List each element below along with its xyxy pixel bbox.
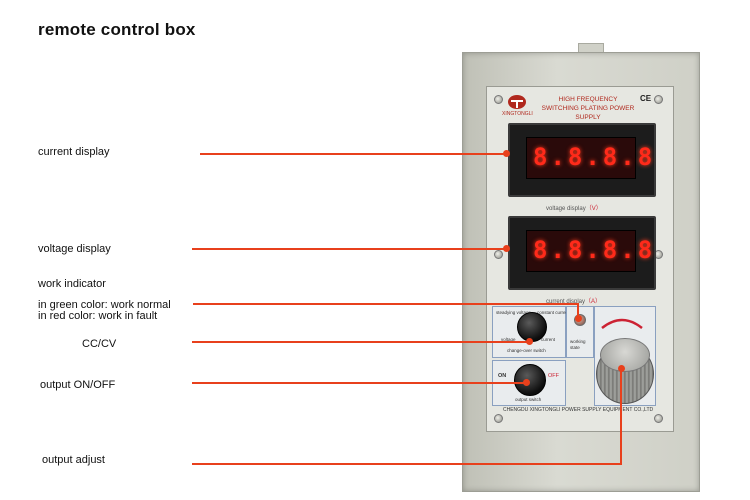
screw-icon xyxy=(494,414,503,423)
voltage-display-digits: 8.8.8.8 xyxy=(533,236,656,264)
callout-vline-output-adjust xyxy=(620,368,622,465)
label-output-adjust: output adjust xyxy=(42,454,105,466)
current-display-screen: 8.8.8.8 xyxy=(526,137,652,179)
label-voltage-display: voltage display xyxy=(38,243,111,255)
callout-line-current-display xyxy=(200,153,508,155)
callout-dot-current-display xyxy=(503,150,510,157)
label-output-on-off: output ON/OFF xyxy=(40,379,116,391)
callout-line-output-on-off xyxy=(192,382,526,384)
switch1-name: change-over switch xyxy=(507,348,546,353)
label-red-color: in red color: work in fault xyxy=(38,310,158,322)
label-work-indicator: work indicator xyxy=(38,278,106,290)
cc-cv-switch-knob[interactable] xyxy=(517,312,547,342)
screw-icon xyxy=(654,414,663,423)
switch1-left-label: steadying voltage xyxy=(496,310,532,315)
label-cc-cv: CC/CV xyxy=(82,338,117,350)
callout-dot-output-adjust xyxy=(618,365,625,372)
brand-logo-icon xyxy=(508,95,526,109)
product-title: HIGH FREQUENCY SWITCHING PLATING POWER S… xyxy=(538,95,638,122)
callout-line-voltage-display xyxy=(192,248,508,250)
switch1-left-short: voltage xyxy=(501,337,516,342)
switch1-right-short: current xyxy=(541,337,556,342)
callout-dot-work-indicator xyxy=(575,315,582,322)
voltage-display-bezel: 8.8.8.8 xyxy=(508,216,656,290)
caption-top: voltage display（V） xyxy=(546,203,602,212)
brand-name: XINGTONGLI xyxy=(502,111,533,117)
current-display-bezel: 8.8.8.8 xyxy=(508,123,656,197)
adjust-scale-arc-icon xyxy=(601,318,643,329)
callout-dot-voltage-display xyxy=(503,245,510,252)
switch1-right-label: constant current xyxy=(537,310,570,315)
product-line-2: SWITCHING PLATING POWER SUPPLY xyxy=(541,105,635,121)
callout-dot-output-on-off xyxy=(523,379,530,386)
product-line-1: HIGH FREQUENCY xyxy=(558,96,618,103)
screw-icon xyxy=(494,250,503,259)
caption-bottom-unit: （A） xyxy=(585,299,602,305)
callout-vline-work-indicator xyxy=(577,303,579,319)
callout-line-work-indicator xyxy=(193,303,578,305)
voltage-display-screen: 8.8.8.8 xyxy=(526,230,652,272)
led-label: working state xyxy=(570,339,586,350)
callout-line-output-adjust xyxy=(192,463,622,465)
callout-dot-cc-cv xyxy=(526,338,533,345)
caption-bottom-text: current display xyxy=(546,299,586,305)
label-green-color: in green color: work normal xyxy=(38,299,171,311)
caption-bottom: current display（A） xyxy=(546,296,601,305)
screw-icon xyxy=(654,95,663,104)
callout-line-cc-cv xyxy=(192,341,529,343)
switch2-on-label: ON xyxy=(498,373,507,379)
current-display-digits: 8.8.8.8 xyxy=(533,143,656,171)
caption-top-text: voltage display xyxy=(546,206,586,212)
output-on-off-switch-knob[interactable] xyxy=(514,364,546,396)
output-adjust-knob-cap[interactable] xyxy=(600,338,650,372)
switch2-off-label: OFF xyxy=(548,373,559,379)
caption-top-unit: （V） xyxy=(585,206,602,212)
label-current-display: current display xyxy=(38,146,110,158)
switch2-name: output switch xyxy=(515,397,542,402)
page-title: remote control box xyxy=(38,20,196,39)
screw-icon xyxy=(494,95,503,104)
manufacturer-footer: CHENGDU XINGTONGLI POWER SUPPLY EQUIPMEN… xyxy=(503,407,654,413)
ce-mark: CE xyxy=(640,94,652,103)
